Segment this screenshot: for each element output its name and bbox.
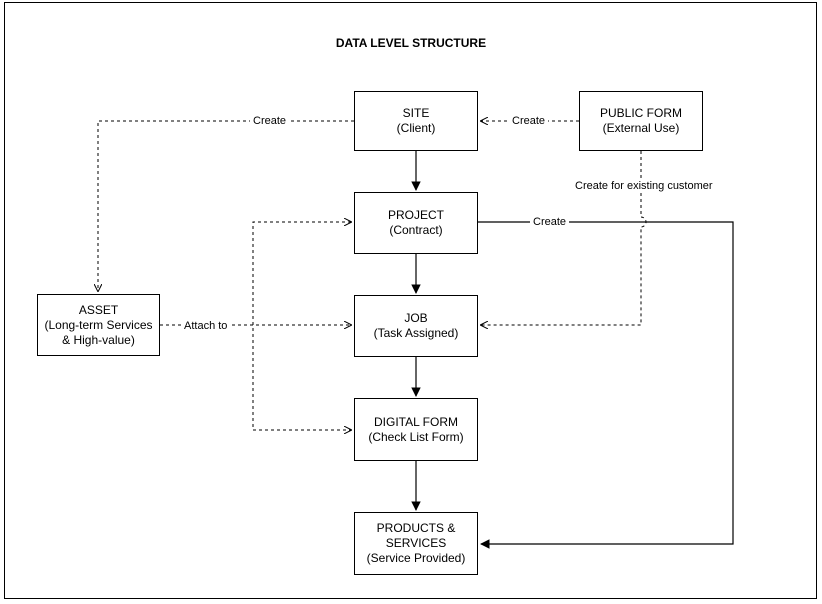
node-digital-form-title: DIGITAL FORM [374,414,458,429]
node-project-subtitle: (Contract) [389,223,443,237]
node-digital-form-subtitle: (Check List Form) [368,429,464,444]
edge-label-attach-to: Attach to [181,320,231,333]
edge-project-to-products [478,221,734,549]
node-products-title-2: SERVICES [385,536,447,550]
node-products-subtitle: (Service Provided) [366,551,466,565]
edge-label-site-create-asset: Create [250,115,290,128]
node-public-form-title: PUBLIC FORM [599,106,682,120]
node-job-subtitle: (Task Assigned) [373,326,459,340]
node-project-title: PROJECT [387,208,444,222]
node-job-title: JOB [404,311,428,325]
diagram-title: DATA LEVEL STRUCTURE [335,36,487,50]
diagram-frame [4,2,817,599]
edge-label-public-create-site: Create [509,115,549,128]
edge-label-create-for-existing-customer: Create for existing customer [572,180,716,193]
node-site: SITE (Client) [354,91,478,151]
node-asset: ASSET (Long-term Services & High-value) [37,294,160,356]
node-products-title-1: PRODUCTS & [376,521,456,535]
node-products-services: PRODUCTS & SERVICES (Service Provided) [354,512,478,575]
node-job: JOB (Task Assigned) [354,295,478,357]
node-site-title: SITE [402,106,430,120]
node-project: PROJECT (Contract) [354,192,478,254]
edge-label-project-create-products: Create [530,216,570,229]
edge-project-digital-form-link [252,222,351,430]
node-asset-title: ASSET [78,302,119,317]
node-public-form: PUBLIC FORM (External Use) [579,91,703,151]
node-digital-form: DIGITAL FORM (Check List Form) [354,398,478,461]
edge-site-to-asset [98,120,354,291]
node-site-subtitle: (Client) [396,121,436,135]
node-asset-subtitle-2: & High-value) [62,332,135,347]
edge-public-form-to-job [481,151,647,325]
node-public-form-subtitle: (External Use) [602,121,680,135]
node-asset-subtitle-1: (Long-term Services [44,317,153,332]
